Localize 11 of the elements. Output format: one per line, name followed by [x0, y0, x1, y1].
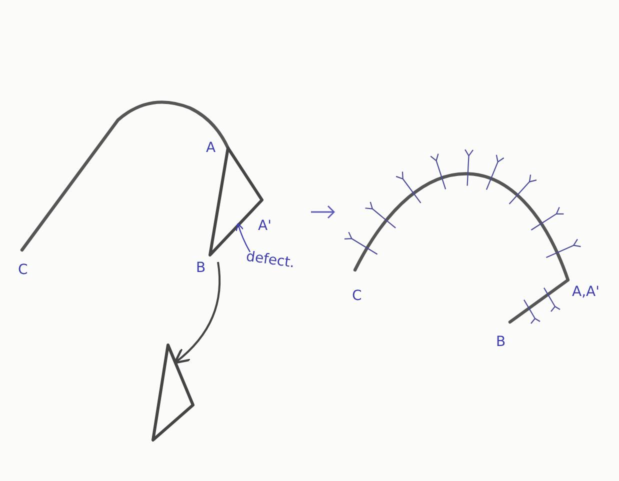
point-label: A' — [258, 218, 272, 234]
point-label: C — [18, 262, 28, 278]
point-label: C — [352, 288, 362, 304]
curved-arrow — [174, 262, 221, 364]
leader-line — [236, 222, 251, 252]
point-label: B — [496, 334, 506, 350]
point-label: A,A' — [572, 284, 600, 300]
point-label: B — [196, 260, 206, 276]
wedge-triangle — [152, 344, 194, 442]
annotation-text: defect. — [245, 248, 296, 272]
point-label: A — [206, 140, 216, 156]
